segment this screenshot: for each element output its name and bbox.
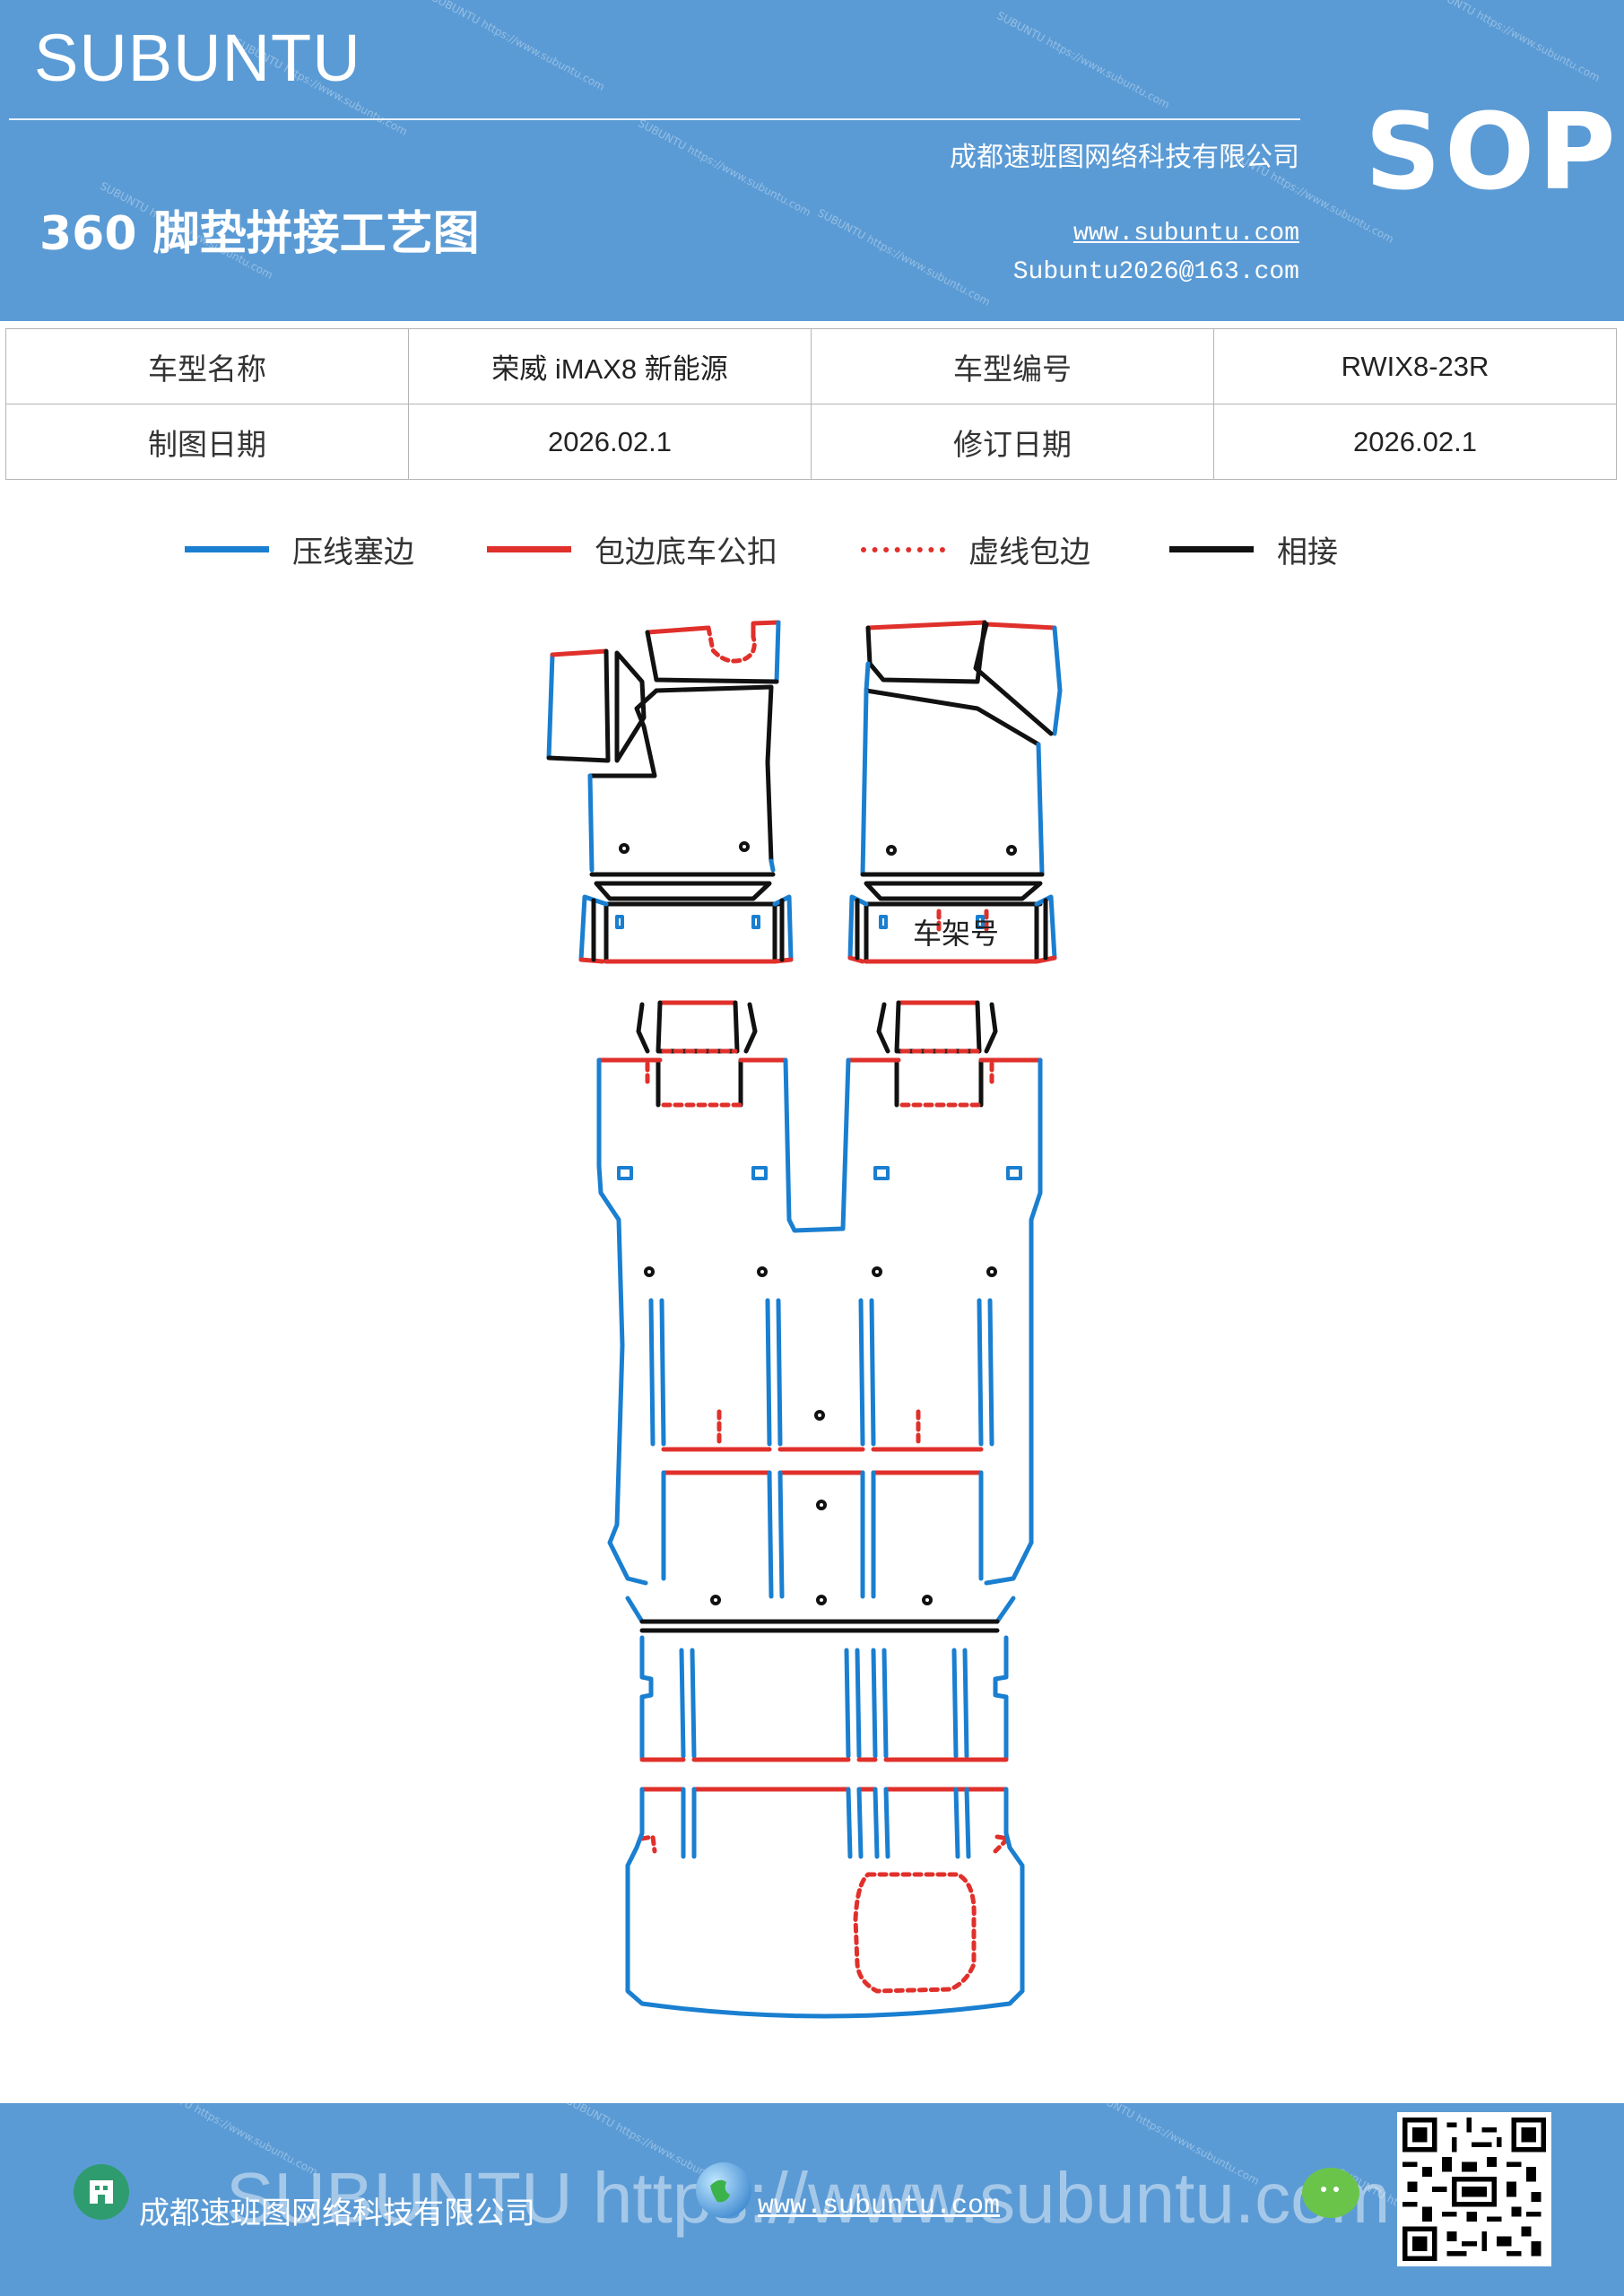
passenger-front-mat: 车架号	[847, 620, 1063, 964]
footer-company-name: 成都速班图网络科技有限公司	[139, 2196, 535, 2231]
wechat-icon	[1302, 2168, 1359, 2218]
legend-label: 压线塞边	[292, 535, 414, 570]
company-name: 成都速班图网络科技有限公司	[950, 142, 1299, 173]
legend-swatch	[487, 546, 571, 552]
qr-code-image	[1403, 2118, 1546, 2261]
footer-banner: SUBUNTU https://www.subuntu.com SUBUNTU …	[0, 2103, 1624, 2296]
driver-front-mat	[546, 620, 794, 964]
table-row: 车型名称 荣威 iMAX8 新能源 车型编号 RWIX8-23R	[5, 328, 1617, 404]
table-cell-label: 车型名称	[5, 328, 409, 404]
qr-code	[1397, 2112, 1551, 2266]
footer-website-link[interactable]: www.subuntu.com	[758, 2191, 1001, 2222]
legend-swatch	[861, 546, 945, 552]
footer-watermark: SUBUNTU https://www.subuntu.com	[226, 2158, 1391, 2238]
legend-label: 虚线包边	[968, 535, 1090, 570]
legend-item-join: 相接	[1169, 527, 1338, 571]
email-address: Subuntu2026@163.com	[1012, 258, 1299, 286]
floor-mat-diagram: .b{stroke:#1a7fd0;stroke-width:5;} .r{st…	[546, 620, 1063, 2019]
table-cell-label: 修订日期	[811, 404, 1214, 480]
legend-swatch	[1169, 546, 1254, 552]
legend-swatch	[185, 546, 269, 552]
header-banner: SUBUNTU https://www.subuntu.com SUBUNTU …	[0, 0, 1624, 321]
page-title: 360 脚垫拼接工艺图	[39, 207, 480, 261]
table-cell-value: 荣威 iMAX8 新能源	[408, 328, 812, 404]
globe-icon	[696, 2162, 751, 2218]
table-cell-value: 2026.02.1	[1213, 404, 1617, 480]
table-cell-label: 制图日期	[5, 404, 409, 480]
brand-logo-text: SUBUNTU	[34, 21, 361, 95]
rear-floor-mat	[596, 1000, 1043, 2019]
table-cell-value: RWIX8-23R	[1213, 328, 1617, 404]
table-cell-label: 车型编号	[811, 328, 1214, 404]
company-icon	[74, 2164, 129, 2220]
frame-number-label: 车架号	[913, 917, 999, 951]
legend-item-press-line: 压线塞边	[185, 527, 414, 571]
table-cell-value: 2026.02.1	[408, 404, 812, 480]
legend-item-dotted-edge: 虚线包边	[861, 527, 1090, 571]
legend-item-edge-buckle: 包边底车公扣	[487, 527, 777, 571]
header-divider	[9, 118, 1300, 120]
legend-label: 包边底车公扣	[595, 535, 777, 570]
sop-badge: SOP	[1365, 90, 1620, 213]
website-link[interactable]: www.subuntu.com	[1073, 220, 1299, 248]
table-row: 制图日期 2026.02.1 修订日期 2026.02.1	[5, 404, 1617, 480]
legend-label: 相接	[1277, 535, 1338, 570]
vehicle-info-table: 车型名称 荣威 iMAX8 新能源 车型编号 RWIX8-23R 制图日期 20…	[5, 328, 1617, 480]
